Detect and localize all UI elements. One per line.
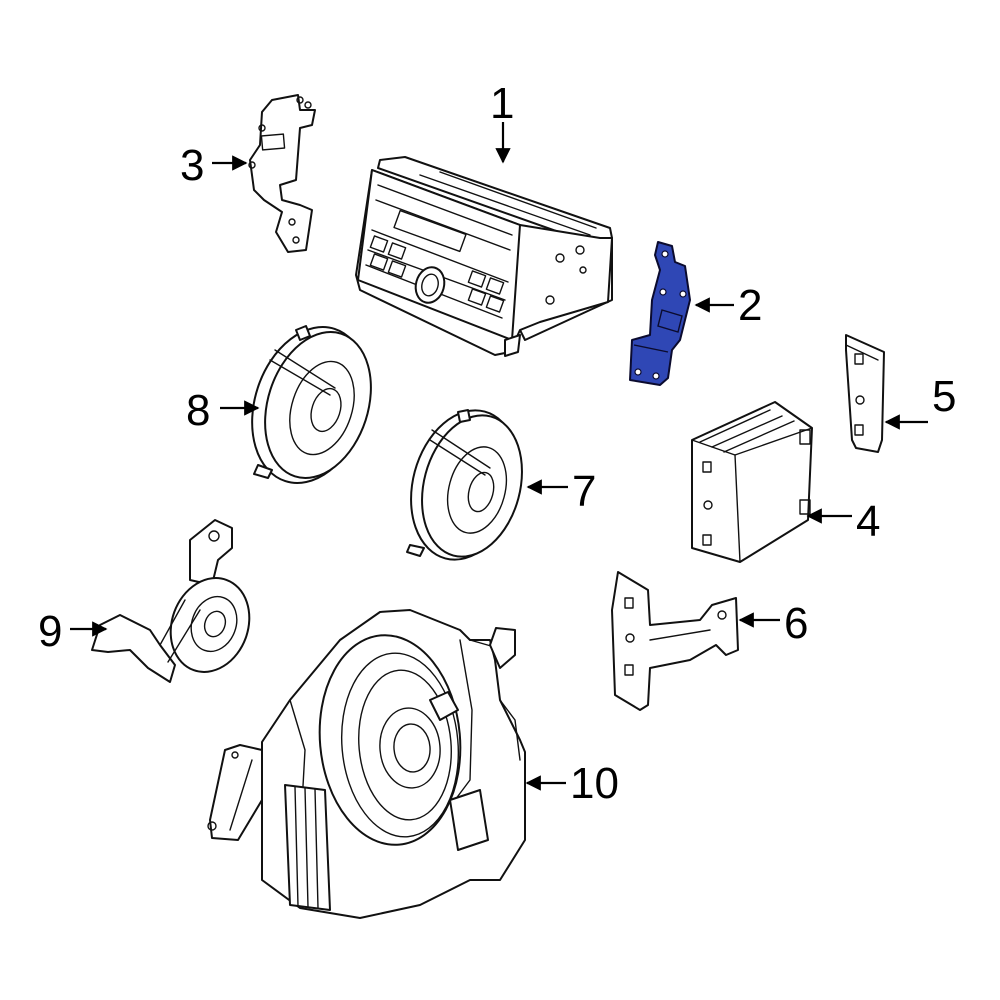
part-5-bracket[interactable]	[845, 334, 885, 453]
callout-3: 3	[180, 141, 204, 190]
callout-5: 5	[932, 372, 956, 421]
part-6-bracket[interactable]	[611, 571, 739, 711]
part-3-bracket[interactable]	[248, 94, 316, 253]
part-4-module[interactable]	[691, 401, 813, 563]
callout-10: 10	[570, 759, 619, 808]
callout-numbers: 1 2 3 4 5 6 7 8 9 10	[38, 79, 956, 808]
leader-lines	[70, 122, 928, 791]
callout-7: 7	[572, 467, 596, 516]
part-8-speaker[interactable]	[233, 312, 389, 498]
part-10-subwoofer[interactable]	[207, 609, 526, 919]
callout-8: 8	[186, 386, 210, 435]
callout-9: 9	[38, 607, 62, 656]
callout-6: 6	[784, 599, 808, 648]
part-7-speaker[interactable]	[395, 398, 537, 572]
callout-2: 2	[738, 281, 762, 330]
part-1-radio-unit[interactable]	[355, 156, 613, 357]
part-2-bracket[interactable]	[629, 241, 691, 386]
callout-1: 1	[490, 79, 514, 128]
part-9-tweeter[interactable]	[91, 519, 262, 683]
callout-4: 4	[856, 497, 880, 546]
